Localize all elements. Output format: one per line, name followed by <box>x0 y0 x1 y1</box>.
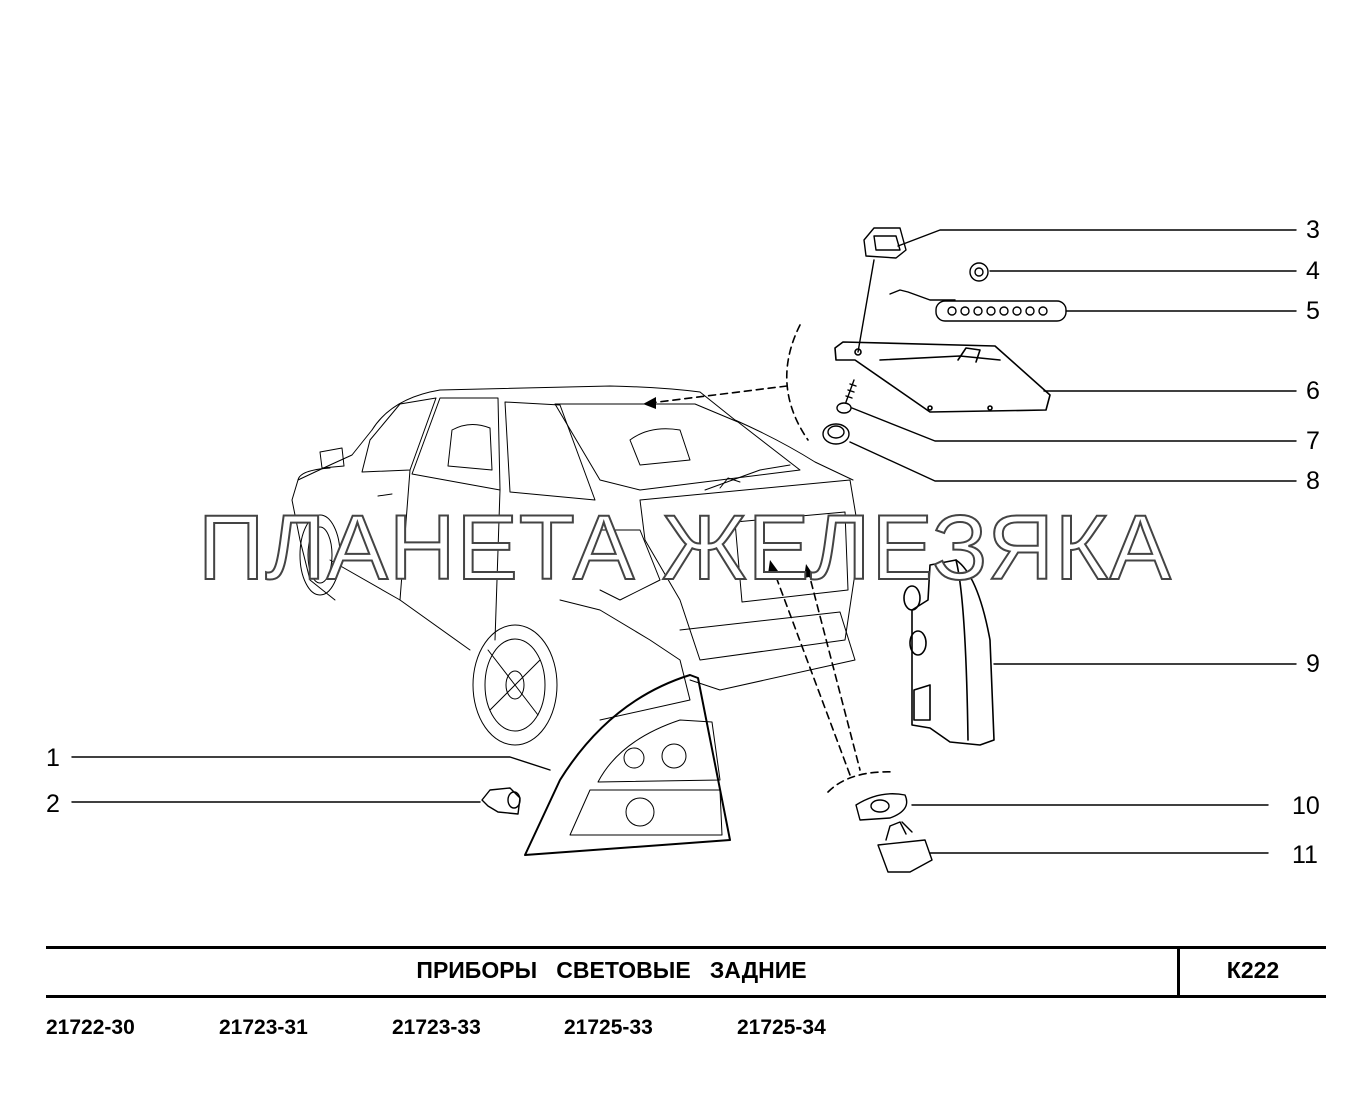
variant-item: 21723-31 <box>219 1016 308 1039</box>
callout-4: 4 <box>1306 257 1320 285</box>
housing-part-3 <box>863 227 907 259</box>
holder-part-4 <box>969 262 989 282</box>
socket-part-2 <box>481 787 521 815</box>
callout-9: 9 <box>1306 650 1320 678</box>
callout-8: 8 <box>1306 467 1320 495</box>
leader-lines <box>71 229 1297 854</box>
assembly-indicators <box>649 324 896 793</box>
page-title: ПРИБОРЫ СВЕТОВЫЕ ЗАДНИЕ <box>416 957 807 983</box>
variant-item: 21722-30 <box>46 1016 135 1039</box>
title-divider <box>1177 949 1180 995</box>
assembly-arrowheads <box>643 397 814 578</box>
gasket-part-10 <box>855 793 908 821</box>
screw-part-7 <box>836 379 857 414</box>
callout-10: 10 <box>1292 792 1320 820</box>
title-block: ПРИБОРЫ СВЕТОВЫЕ ЗАДНИЕ К222 <box>46 946 1326 998</box>
spoiler-part-6 <box>834 341 1051 413</box>
callout-6: 6 <box>1306 377 1320 405</box>
plate-lamp-part-11 <box>877 821 933 873</box>
callout-5: 5 <box>1306 297 1320 325</box>
callout-7: 7 <box>1306 427 1320 455</box>
watermark: ПЛАНЕТА ЖЕЛЕЗЯКА <box>197 497 1172 599</box>
side-lamp-part-9 <box>903 559 995 746</box>
brake-light-part-5 <box>889 289 1067 322</box>
variant-item: 21723-33 <box>392 1016 481 1039</box>
rear-lamp-part-1 <box>524 674 731 856</box>
callout-2: 2 <box>46 790 60 818</box>
grommet-part-8 <box>822 423 850 445</box>
callout-11: 11 <box>1292 841 1318 869</box>
variant-item: 21725-34 <box>737 1016 826 1039</box>
callout-3: 3 <box>1306 216 1320 244</box>
parts-diagram <box>71 227 1297 873</box>
page-code: К222 <box>1226 957 1280 983</box>
variant-item: 21725-33 <box>564 1016 653 1039</box>
callout-1: 1 <box>46 744 60 772</box>
car-illustration <box>291 385 861 746</box>
